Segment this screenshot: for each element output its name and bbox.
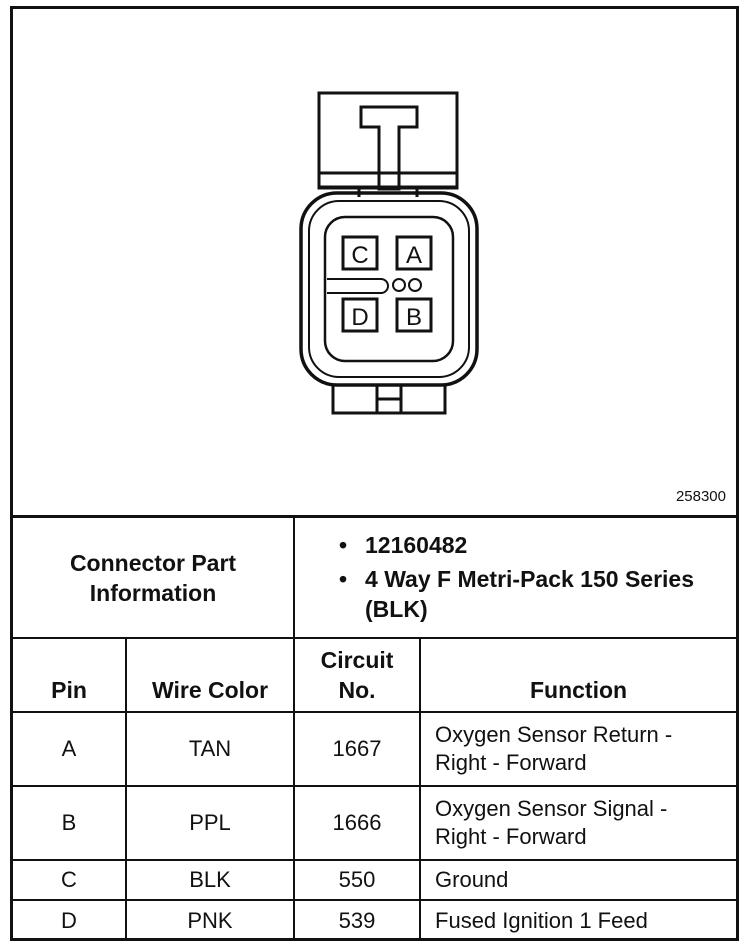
header-function: Function [419,637,737,713]
table-row: C BLK 550 Ground [13,859,737,901]
wire-color-cell: TAN [124,711,296,787]
pin-cell: C [13,859,127,901]
cavity-d-label: D [351,304,368,331]
connector-part-number: 12160482 [335,530,736,560]
figure-id: 258300 [675,488,726,505]
cavity-b-label: B [406,304,422,331]
connector-description: 4 Way F Metri-Pack 150 Series (BLK) [335,564,736,624]
pin-cell: B [13,785,127,861]
table-row: B PPL 1666 Oxygen Sensor Signal - Right … [13,785,737,861]
connector-info-values: 12160482 4 Way F Metri-Pack 150 Series (… [293,518,737,639]
connector-diagram-area: C A D B 258300 [13,9,736,518]
header-circuit-line2: No. [338,677,376,703]
table-header-row: Pin Wire Color Circuit No. Function [13,637,737,713]
connector-info-row: Connector Part Information 12160482 4 Wa… [13,518,737,639]
header-circuit-line1: Circuit [320,647,394,673]
function-cell: Oxygen Sensor Signal - Right - Forward [419,785,737,861]
function-line1: Oxygen Sensor Signal - [435,796,668,821]
wire-color-cell: PPL [124,785,296,861]
function-line1: Oxygen Sensor Return - [435,722,673,747]
cavity-c-label: C [351,242,368,269]
circuit-cell: 550 [293,859,422,901]
header-wire-color: Wire Color [124,637,296,713]
connector-info-label-line2: Information [89,579,217,606]
circuit-cell: 539 [293,899,422,940]
connector-face-icon: C A D B [299,91,479,415]
connector-pinout-table: Connector Part Information 12160482 4 Wa… [13,518,737,940]
wire-color-cell: PNK [124,899,296,940]
function-line2: Right - Forward [435,824,587,849]
function-cell: Fused Ignition 1 Feed [419,899,737,940]
connector-info-label-line1: Connector Part [69,549,237,576]
circuit-cell: 1666 [293,785,422,861]
wire-color-cell: BLK [124,859,296,901]
circuit-cell: 1667 [293,711,422,787]
pin-cell: D [13,899,127,940]
function-line2: Right - Forward [435,750,587,775]
pin-cell: A [13,711,127,787]
connector-info-label: Connector Part Information [13,518,296,639]
cavity-a-label: A [406,242,422,269]
table-row: D PNK 539 Fused Ignition 1 Feed [13,899,737,940]
function-cell: Ground [419,859,737,901]
document-frame: C A D B 258300 Connector Part Informatio… [10,6,739,941]
header-circuit-no: Circuit No. [293,637,422,713]
table-row: A TAN 1667 Oxygen Sensor Return - Right … [13,711,737,787]
header-pin: Pin [13,637,127,713]
function-cell: Oxygen Sensor Return - Right - Forward [419,711,737,787]
